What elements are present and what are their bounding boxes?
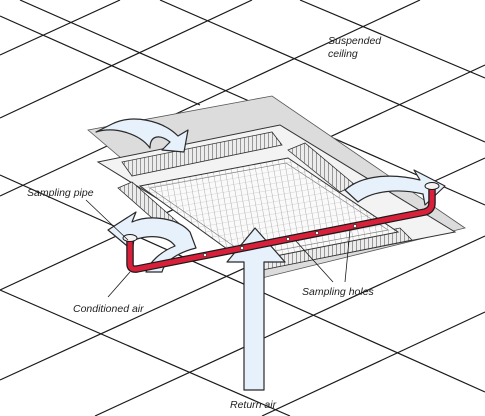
leader-lines — [85, 199, 351, 298]
suspended-ceiling-label-line2: ceiling — [328, 48, 358, 60]
sampling-holes-label: Sampling holes — [302, 286, 375, 298]
conditioned-air-arrows — [95, 118, 446, 273]
return-air-label: Return air — [230, 399, 277, 411]
sampling-pipe-label: Sampling pipe — [27, 187, 94, 199]
conditioned-air-label: Conditioned air — [73, 303, 144, 315]
sampling-hole-markers — [203, 224, 357, 257]
sampling-pipe — [122, 182, 440, 273]
suspended-ceiling-label-line1: Suspended — [328, 35, 382, 47]
